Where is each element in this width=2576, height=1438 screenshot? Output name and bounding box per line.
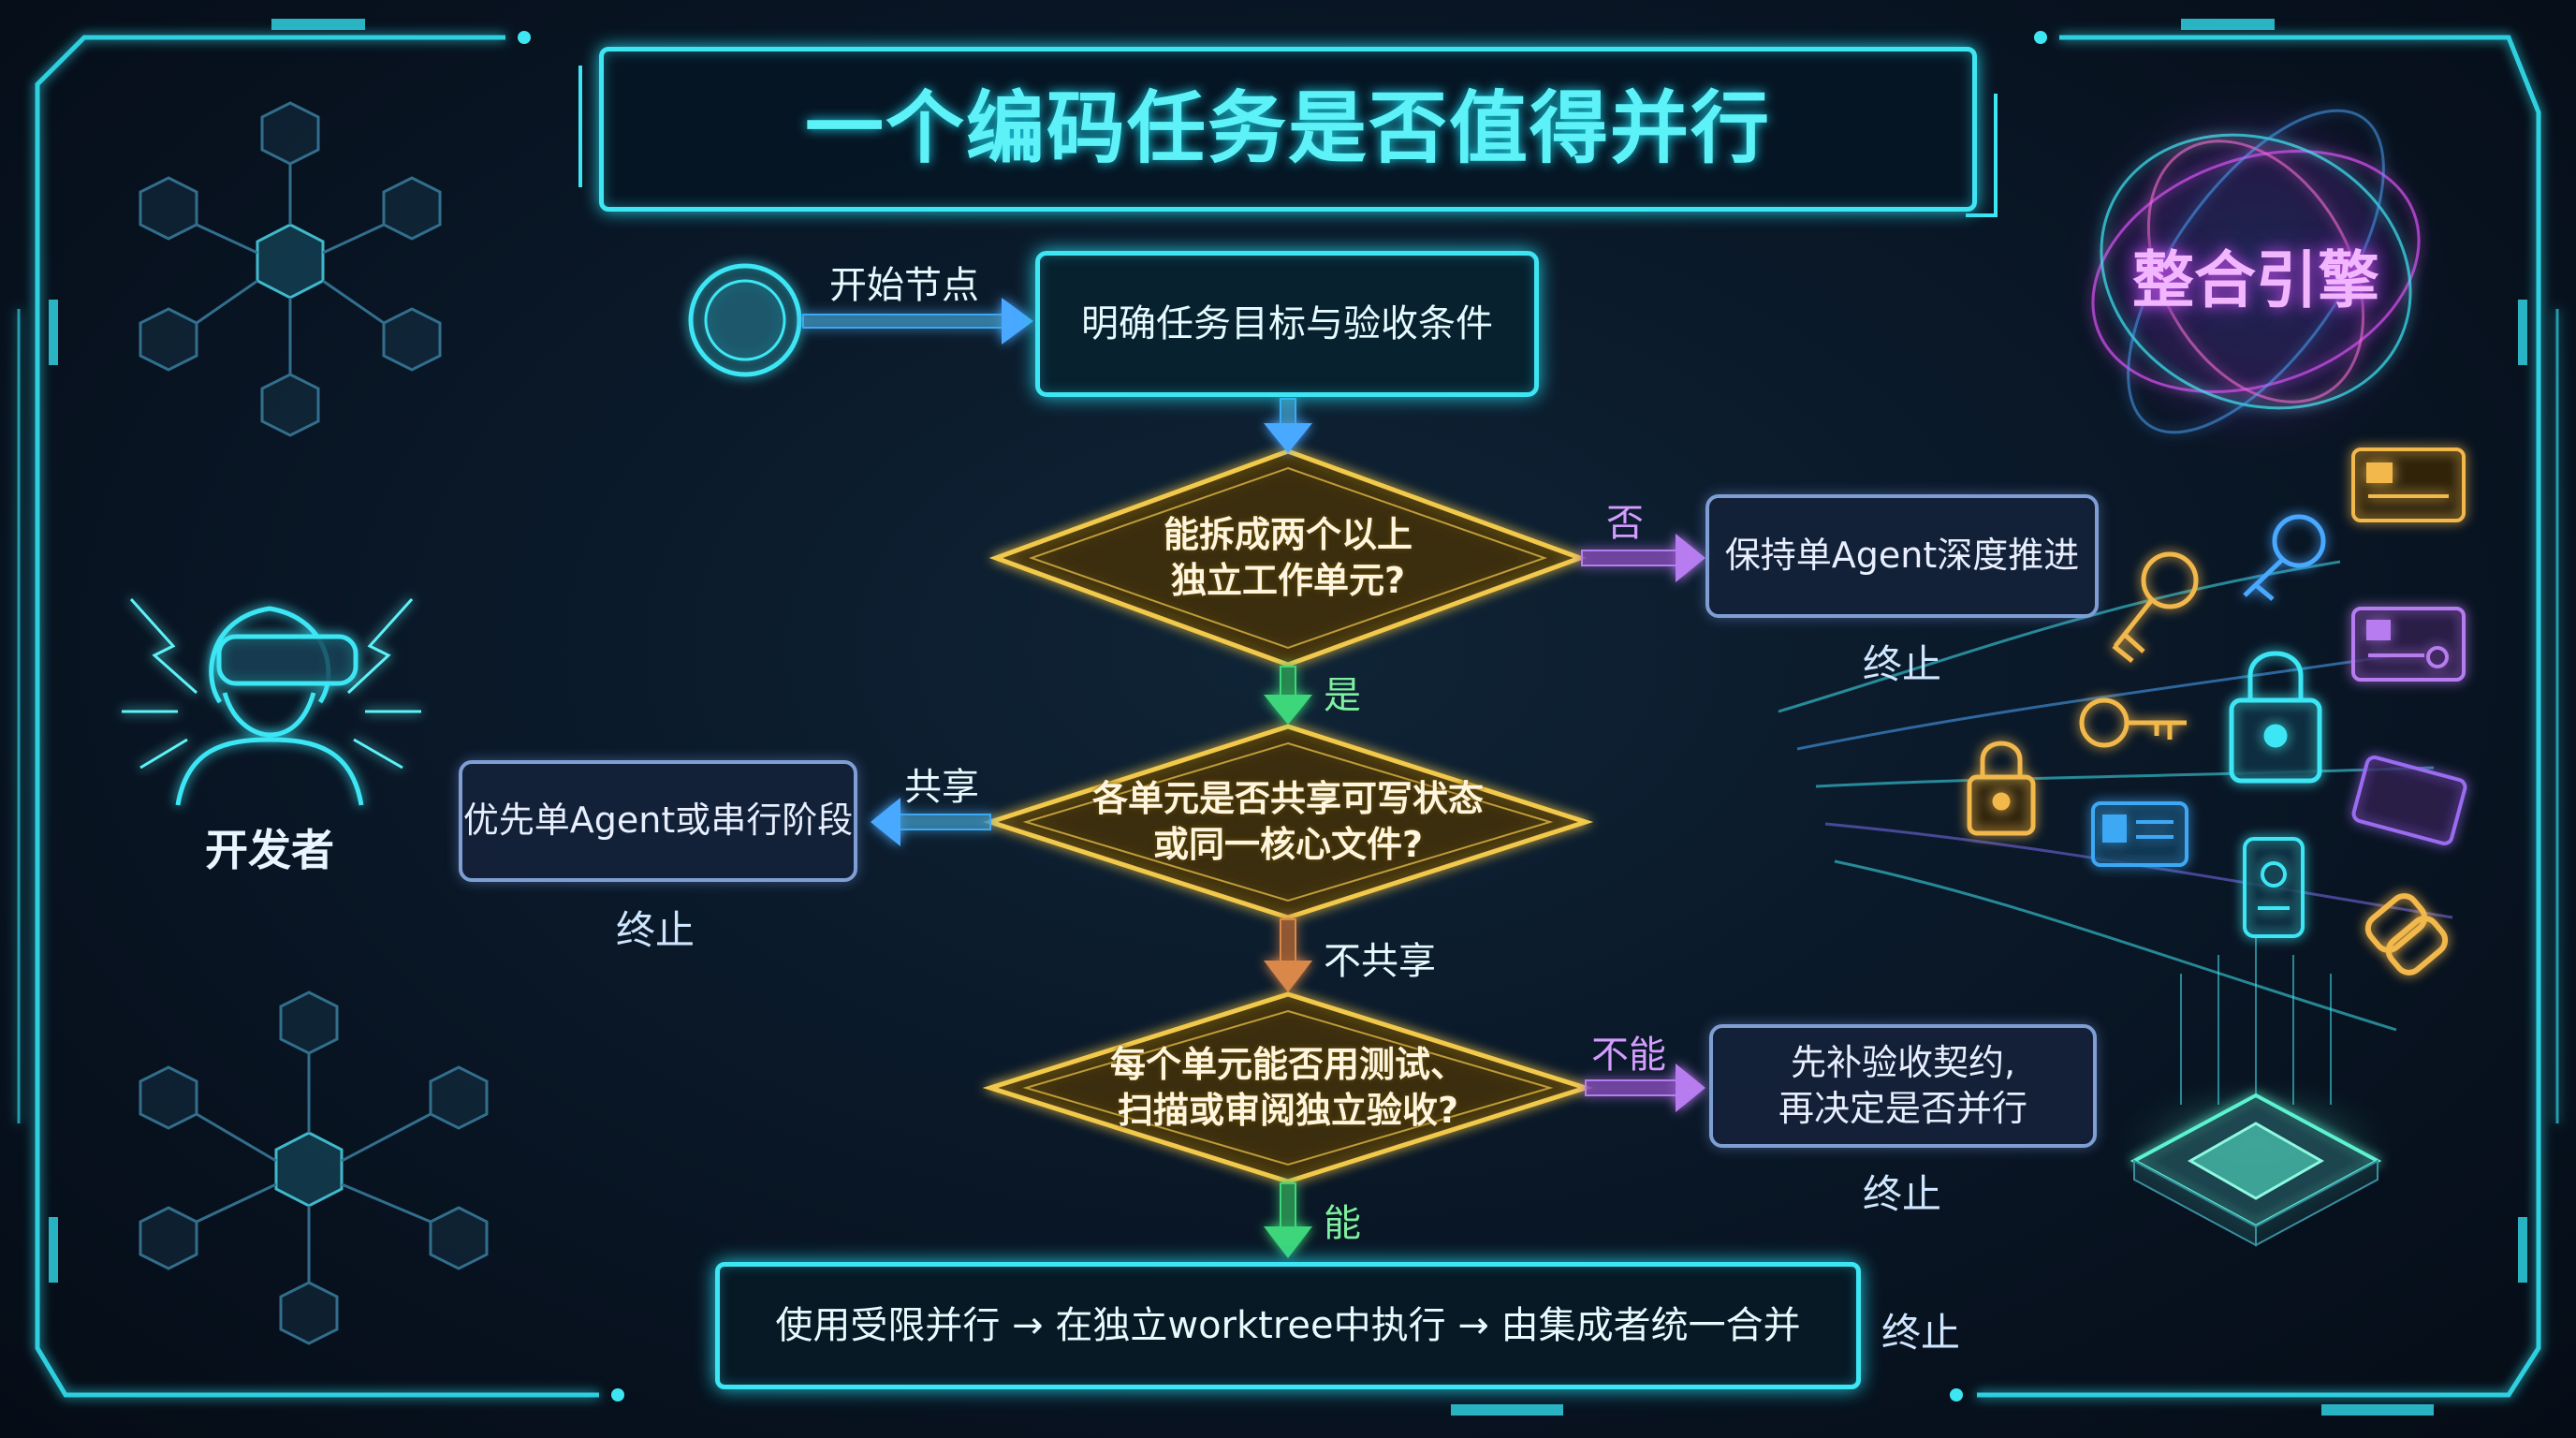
padlock-icon [2229, 651, 2322, 784]
outer-frame [17, 35, 2559, 1398]
decision-diamond-3 [982, 991, 1594, 1184]
cube-network-icon [139, 101, 442, 437]
key-icon [2243, 514, 2326, 601]
arrow-step-to-decision1 [1264, 398, 1312, 453]
arrow-decision1-no [1581, 534, 1705, 582]
id-card-icon [2091, 801, 2188, 867]
padlock-icon [1967, 741, 2036, 836]
key-icon [2112, 551, 2199, 663]
decision-diamond-2 [982, 724, 1594, 920]
decision-3-line2: 扫描或审阅独立验收? [1117, 1090, 1459, 1131]
decision-2-text: 各单元是否共享可写状态 或同一核心文件? [1028, 770, 1548, 874]
edge-label-not-share: 不共享 [1324, 940, 1436, 983]
start-node-label: 开始节点 [829, 264, 979, 307]
edge-label-yes: 是 [1324, 674, 1361, 717]
energy-orb-icon [2059, 75, 2452, 468]
step-define-goals: 明确任务目标与验收条件 [1035, 251, 1539, 397]
box-single-agent: 保持单Agent深度推进 [1705, 494, 2099, 618]
box-serial-stage: 优先单Agent或串行阶段 [459, 760, 857, 882]
arrow-decision3-cannot [1585, 1064, 1705, 1112]
chain-link-icon [2364, 893, 2449, 976]
edge-label-no: 否 [1606, 502, 1644, 545]
decision-2-line1: 各单元是否共享可写状态 [1091, 777, 1484, 819]
credit-card-icon [2351, 448, 2466, 522]
decision-2-line2: 或同一核心文件? [1152, 824, 1424, 865]
developer-vr-headset-icon [122, 597, 421, 806]
decision-1-line2: 独立工作单元? [1170, 560, 1406, 601]
arrow-decision1-yes [1264, 666, 1312, 725]
title-accents [578, 66, 1998, 217]
arrow-decision3-can [1264, 1182, 1312, 1258]
end-label-final: 终止 [1881, 1310, 1961, 1356]
frame-stripes [49, 19, 2527, 1416]
box-bounded-parallel: 使用受限并行 → 在独立worktree中执行 → 由集成者统一合并 [715, 1262, 1861, 1389]
edge-label-can: 能 [1324, 1202, 1361, 1245]
page-title: 一个编码任务是否值得并行 [599, 47, 1977, 212]
box-contract: 先补验收契约, 再决定是否并行 [1709, 1024, 2097, 1148]
engine-label: 整合引擎 [2132, 244, 2379, 316]
end-label-serial: 终止 [616, 907, 695, 953]
end-label-single-agent: 终止 [1863, 641, 1942, 687]
decision-diamond-1 [988, 448, 1588, 668]
credit-card-icon [2351, 756, 2467, 845]
end-label-contract: 终止 [1863, 1171, 1942, 1217]
arrow-start-to-step [802, 298, 1033, 345]
decision-3-line1: 每个单元能否用测试、 [1109, 1043, 1466, 1085]
cube-network-icon [139, 990, 489, 1345]
key-icon [2079, 697, 2187, 748]
edge-label-cannot: 不能 [1591, 1034, 1666, 1077]
decision-1-line1: 能拆成两个以上 [1163, 513, 1412, 555]
credit-card-icon [2351, 607, 2466, 682]
edge-label-share: 共享 [904, 766, 979, 809]
developer-label: 开发者 [205, 825, 334, 875]
decision-3-text: 每个单元能否用测试、 扫描或审阅独立验收? [1028, 1035, 1548, 1140]
phone-icon [2243, 837, 2305, 938]
decision-1-text: 能拆成两个以上 独立工作单元? [1039, 506, 1537, 610]
arrow-decision2-share [871, 798, 991, 846]
arrow-decision2-not-share [1264, 918, 1312, 992]
frame-dots [518, 31, 2047, 1401]
box-contract-line1: 先补验收契约, [1790, 1041, 2016, 1083]
box-contract-line2: 再决定是否并行 [1778, 1088, 2027, 1129]
data-streams [1778, 560, 2453, 1032]
start-node [688, 263, 802, 377]
microchip-icon [2115, 936, 2396, 1247]
